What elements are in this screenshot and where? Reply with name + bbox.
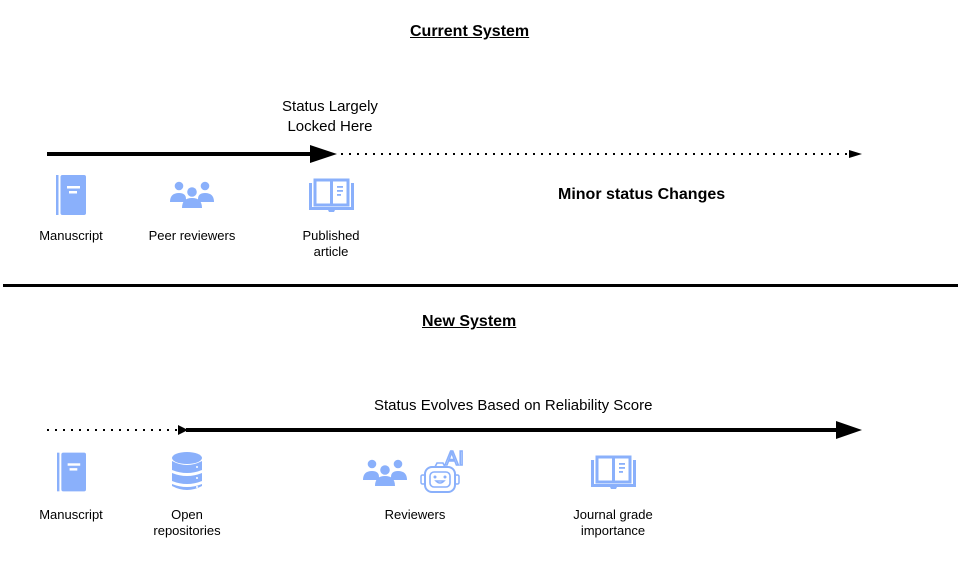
callout-line-1: Status Largely <box>282 98 378 115</box>
ai-robot-icon: AI <box>419 447 471 495</box>
open-book-icon <box>309 178 354 212</box>
manuscript-label: Manuscript <box>39 228 103 243</box>
people-group-icon <box>170 181 214 208</box>
book-icon <box>57 452 86 492</box>
journal-grade-label: Journal grade importance <box>558 507 668 539</box>
book-icon <box>56 175 86 215</box>
label-line: repositories <box>153 523 221 538</box>
arrow-head-small <box>849 150 862 158</box>
label-line: Journal grade <box>573 507 653 522</box>
peer-reviewers-label: Peer reviewers <box>148 228 236 243</box>
new-system-title: New System <box>422 313 517 330</box>
open-book-icon <box>591 455 636 489</box>
label-line: Open <box>171 507 203 522</box>
database-icon <box>172 452 202 492</box>
svg-text:AI: AI <box>445 448 464 470</box>
arrow-head <box>310 145 337 163</box>
manuscript-label: Manuscript <box>39 507 103 522</box>
reviewers-label: Reviewers <box>384 507 446 522</box>
callout-line-2: Locked Here <box>287 118 373 135</box>
status-locked-callout: Status Largely Locked Here <box>270 97 390 137</box>
published-article-label: Published article <box>286 228 376 260</box>
people-group-icon <box>363 459 407 486</box>
label-line: article <box>313 244 349 259</box>
minor-status-changes-note: Minor status Changes <box>558 186 726 203</box>
arrow-head-small-new <box>178 425 188 435</box>
label-line: Published <box>302 228 360 243</box>
label-line: importance <box>580 523 646 538</box>
open-repositories-label: Open repositories <box>137 507 237 539</box>
current-system-title: Current System <box>410 23 530 40</box>
arrow-head-new <box>836 421 862 439</box>
section-divider <box>3 284 958 287</box>
status-evolves-callout: Status Evolves Based on Reliability Scor… <box>374 397 653 414</box>
